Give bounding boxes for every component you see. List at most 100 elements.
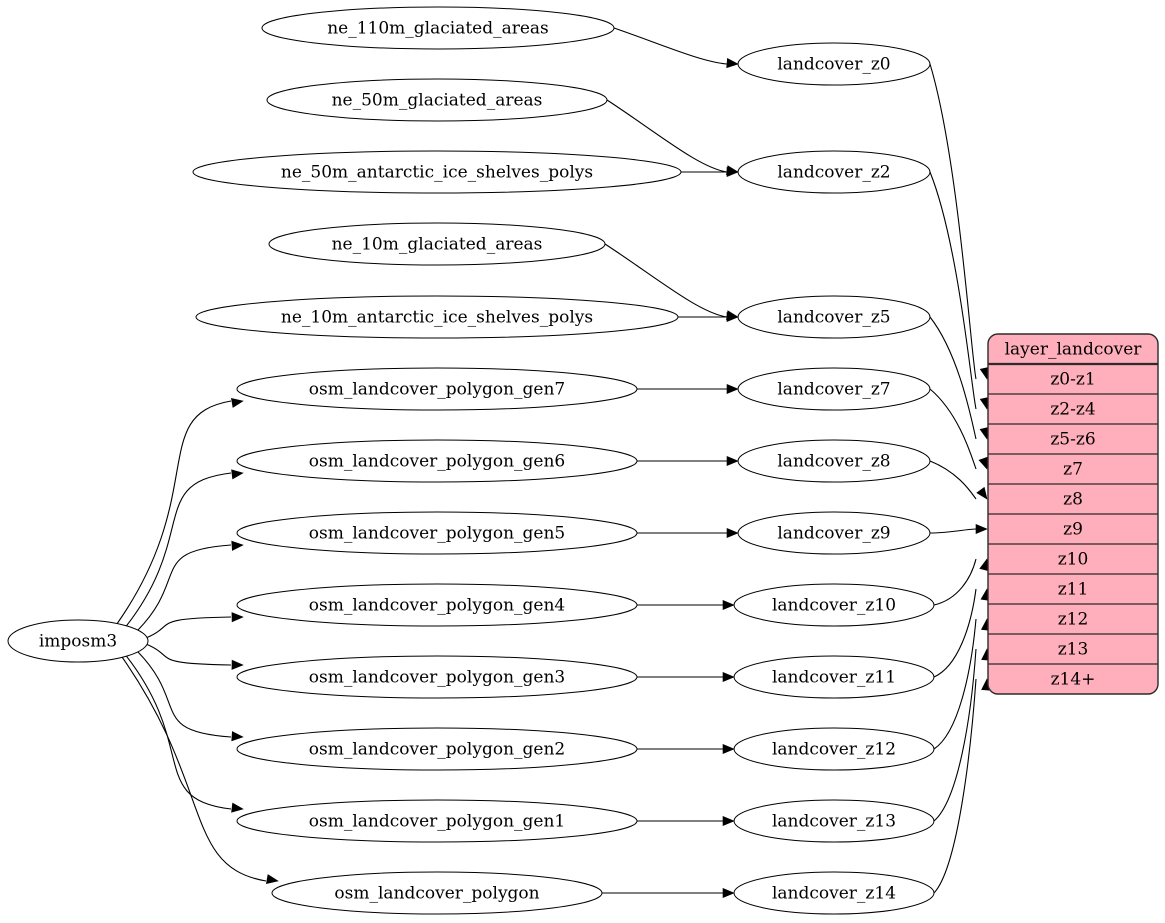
node-landcover_z7[interactable]: landcover_z7 bbox=[737, 367, 931, 411]
node-landcover_z11[interactable]: landcover_z11 bbox=[733, 655, 935, 699]
table-row-label: z7 bbox=[1063, 460, 1083, 480]
node-landcover_z10[interactable]: landcover_z10 bbox=[733, 583, 935, 627]
node-osm_landcover_polygon_gen2[interactable]: osm_landcover_polygon_gen2 bbox=[236, 727, 638, 771]
edge-ne_10m_antarctic_ice_shelves_polys-to-landcover_z5 bbox=[678, 311, 739, 323]
node-label: landcover_z5 bbox=[777, 308, 890, 328]
edge-osm_landcover_polygon_gen2-to-landcover_z12 bbox=[636, 743, 735, 755]
edge-osm_landcover_polygon_gen7-to-landcover_z7 bbox=[637, 383, 739, 395]
edge-imposm3-to-osm_landcover_polygon_gen4 bbox=[145, 612, 244, 639]
node-ne_50m_antarctic_ice_shelves_polys[interactable]: ne_50m_antarctic_ice_shelves_polys bbox=[192, 150, 682, 194]
edge-landcover_z12-to-row_z12 bbox=[933, 618, 992, 750]
node-landcover_z0[interactable]: landcover_z0 bbox=[737, 42, 931, 86]
edge-line bbox=[933, 588, 977, 678]
arrow-head-icon bbox=[978, 456, 989, 470]
table-row-z9[interactable]: z9 bbox=[988, 513, 1158, 540]
node-ellipse-landcover bbox=[733, 583, 935, 627]
node-ellipse-landcover bbox=[737, 42, 931, 86]
node-ne_10m_antarctic_ice_shelves_polys[interactable]: ne_10m_antarctic_ice_shelves_polys bbox=[195, 295, 679, 339]
edge-osm_landcover_polygon_gen4-to-landcover_z10 bbox=[637, 599, 735, 611]
arrow-head-icon bbox=[231, 397, 244, 408]
edge-line bbox=[606, 99, 728, 173]
arrow-head-icon bbox=[231, 731, 244, 742]
node-label: ne_10m_glaciated_areas bbox=[332, 235, 543, 255]
edge-osm_landcover_polygon_gen5-to-landcover_z9 bbox=[637, 527, 739, 539]
node-landcover_z2[interactable]: landcover_z2 bbox=[737, 150, 931, 194]
arrow-head-icon bbox=[726, 455, 739, 467]
node-landcover_z5[interactable]: landcover_z5 bbox=[737, 295, 931, 339]
edge-line bbox=[933, 678, 977, 894]
node-ellipse-landcover bbox=[737, 439, 931, 483]
edge-landcover_z7-to-row_z7 bbox=[929, 388, 989, 470]
edge-line bbox=[929, 316, 977, 440]
edge-line bbox=[145, 643, 232, 666]
table-row-label: z13 bbox=[1058, 640, 1089, 660]
edge-line bbox=[929, 528, 977, 534]
table-row-label: z2-z4 bbox=[1050, 400, 1095, 420]
edge-imposm3-to-osm_landcover_polygon_gen1 bbox=[125, 655, 244, 813]
node-landcover_z12[interactable]: landcover_z12 bbox=[733, 727, 935, 771]
node-landcover_z13[interactable]: landcover_z13 bbox=[733, 799, 935, 843]
edge-line bbox=[929, 460, 977, 500]
arrow-head-icon bbox=[722, 815, 735, 827]
arrow-head-icon bbox=[231, 802, 244, 813]
edge-imposm3-to-osm_landcover_polygon_gen2 bbox=[136, 650, 244, 742]
node-osm_landcover_polygon_gen7[interactable]: osm_landcover_polygon_gen7 bbox=[236, 367, 638, 411]
node-ellipse-ne-source bbox=[268, 222, 606, 266]
arrow-head-icon bbox=[722, 743, 735, 755]
node-imposm3[interactable]: imposm3 bbox=[7, 619, 149, 663]
node-label: landcover_z11 bbox=[772, 668, 896, 688]
edge-osm_landcover_polygon_gen6-to-landcover_z8 bbox=[637, 455, 739, 467]
node-label: landcover_z7 bbox=[777, 380, 890, 400]
node-osm_landcover_polygon_gen1[interactable]: osm_landcover_polygon_gen1 bbox=[236, 799, 638, 843]
arrow-head-icon bbox=[231, 469, 244, 480]
node-ellipse-landcover bbox=[733, 727, 935, 771]
node-ellipse-ne-source bbox=[192, 150, 682, 194]
edge-line bbox=[145, 616, 232, 639]
node-osm_landcover_polygon_gen4[interactable]: osm_landcover_polygon_gen4 bbox=[236, 583, 638, 627]
node-osm_landcover_polygon_gen3[interactable]: osm_landcover_polygon_gen3 bbox=[236, 655, 638, 699]
table-row-z5-z6[interactable]: z5-z6 bbox=[988, 423, 1158, 450]
node-label: ne_50m_glaciated_areas bbox=[332, 91, 543, 111]
node-ne_10m_glaciated_areas[interactable]: ne_10m_glaciated_areas bbox=[268, 222, 606, 266]
table-row-z13[interactable]: z13 bbox=[988, 633, 1158, 660]
table-row-z8[interactable]: z8 bbox=[988, 483, 1158, 510]
node-landcover_z14[interactable]: landcover_z14 bbox=[733, 871, 935, 915]
arrow-head-icon bbox=[722, 887, 735, 899]
node-ne_110m_glaciated_areas[interactable]: ne_110m_glaciated_areas bbox=[261, 6, 615, 50]
table-row-z12[interactable]: z12 bbox=[988, 603, 1158, 630]
arrow-head-icon bbox=[231, 612, 244, 623]
edge-imposm3-to-osm_landcover_polygon_gen5 bbox=[136, 540, 244, 632]
node-label: landcover_z2 bbox=[777, 163, 890, 183]
table-row-z14+[interactable]: z14+ bbox=[988, 663, 1158, 690]
table-row-z7[interactable]: z7 bbox=[988, 453, 1158, 480]
node-ne_50m_glaciated_areas[interactable]: ne_50m_glaciated_areas bbox=[266, 78, 608, 122]
table-row-z11[interactable]: z11 bbox=[988, 573, 1158, 600]
arrow-head-icon bbox=[726, 58, 739, 69]
arrow-head-icon bbox=[231, 659, 244, 670]
arrow-head-icon bbox=[726, 527, 739, 539]
table-row-z2-z4[interactable]: z2-z4 bbox=[988, 393, 1158, 420]
node-osm_landcover_polygon[interactable]: osm_landcover_polygon bbox=[271, 871, 603, 915]
node-ellipse-landcover bbox=[733, 655, 935, 699]
node-landcover_z9[interactable]: landcover_z9 bbox=[737, 511, 931, 555]
node-label: osm_landcover_polygon_gen1 bbox=[309, 812, 565, 832]
node-ellipse-importer bbox=[7, 619, 149, 663]
arrow-head-icon bbox=[722, 599, 735, 611]
edge-line bbox=[933, 558, 977, 606]
node-osm_landcover_polygon_gen6[interactable]: osm_landcover_polygon_gen6 bbox=[236, 439, 638, 483]
node-label: ne_50m_antarctic_ice_shelves_polys bbox=[281, 163, 593, 183]
node-landcover_z8[interactable]: landcover_z8 bbox=[737, 439, 931, 483]
table-row-label: z12 bbox=[1058, 610, 1089, 630]
node-ellipse-landcover bbox=[737, 295, 931, 339]
arrow-head-icon bbox=[722, 671, 735, 683]
node-osm_landcover_polygon_gen5[interactable]: osm_landcover_polygon_gen5 bbox=[236, 511, 638, 555]
edge-landcover_z10-to-row_z10 bbox=[933, 558, 990, 606]
table-row-z10[interactable]: z10 bbox=[988, 543, 1158, 570]
edge-line bbox=[929, 388, 977, 470]
arrow-head-icon bbox=[726, 383, 739, 395]
node-label: osm_landcover_polygon_gen6 bbox=[309, 452, 565, 472]
edge-line bbox=[121, 656, 267, 882]
table-row-z0-z1[interactable]: z0-z1 bbox=[1050, 370, 1095, 390]
